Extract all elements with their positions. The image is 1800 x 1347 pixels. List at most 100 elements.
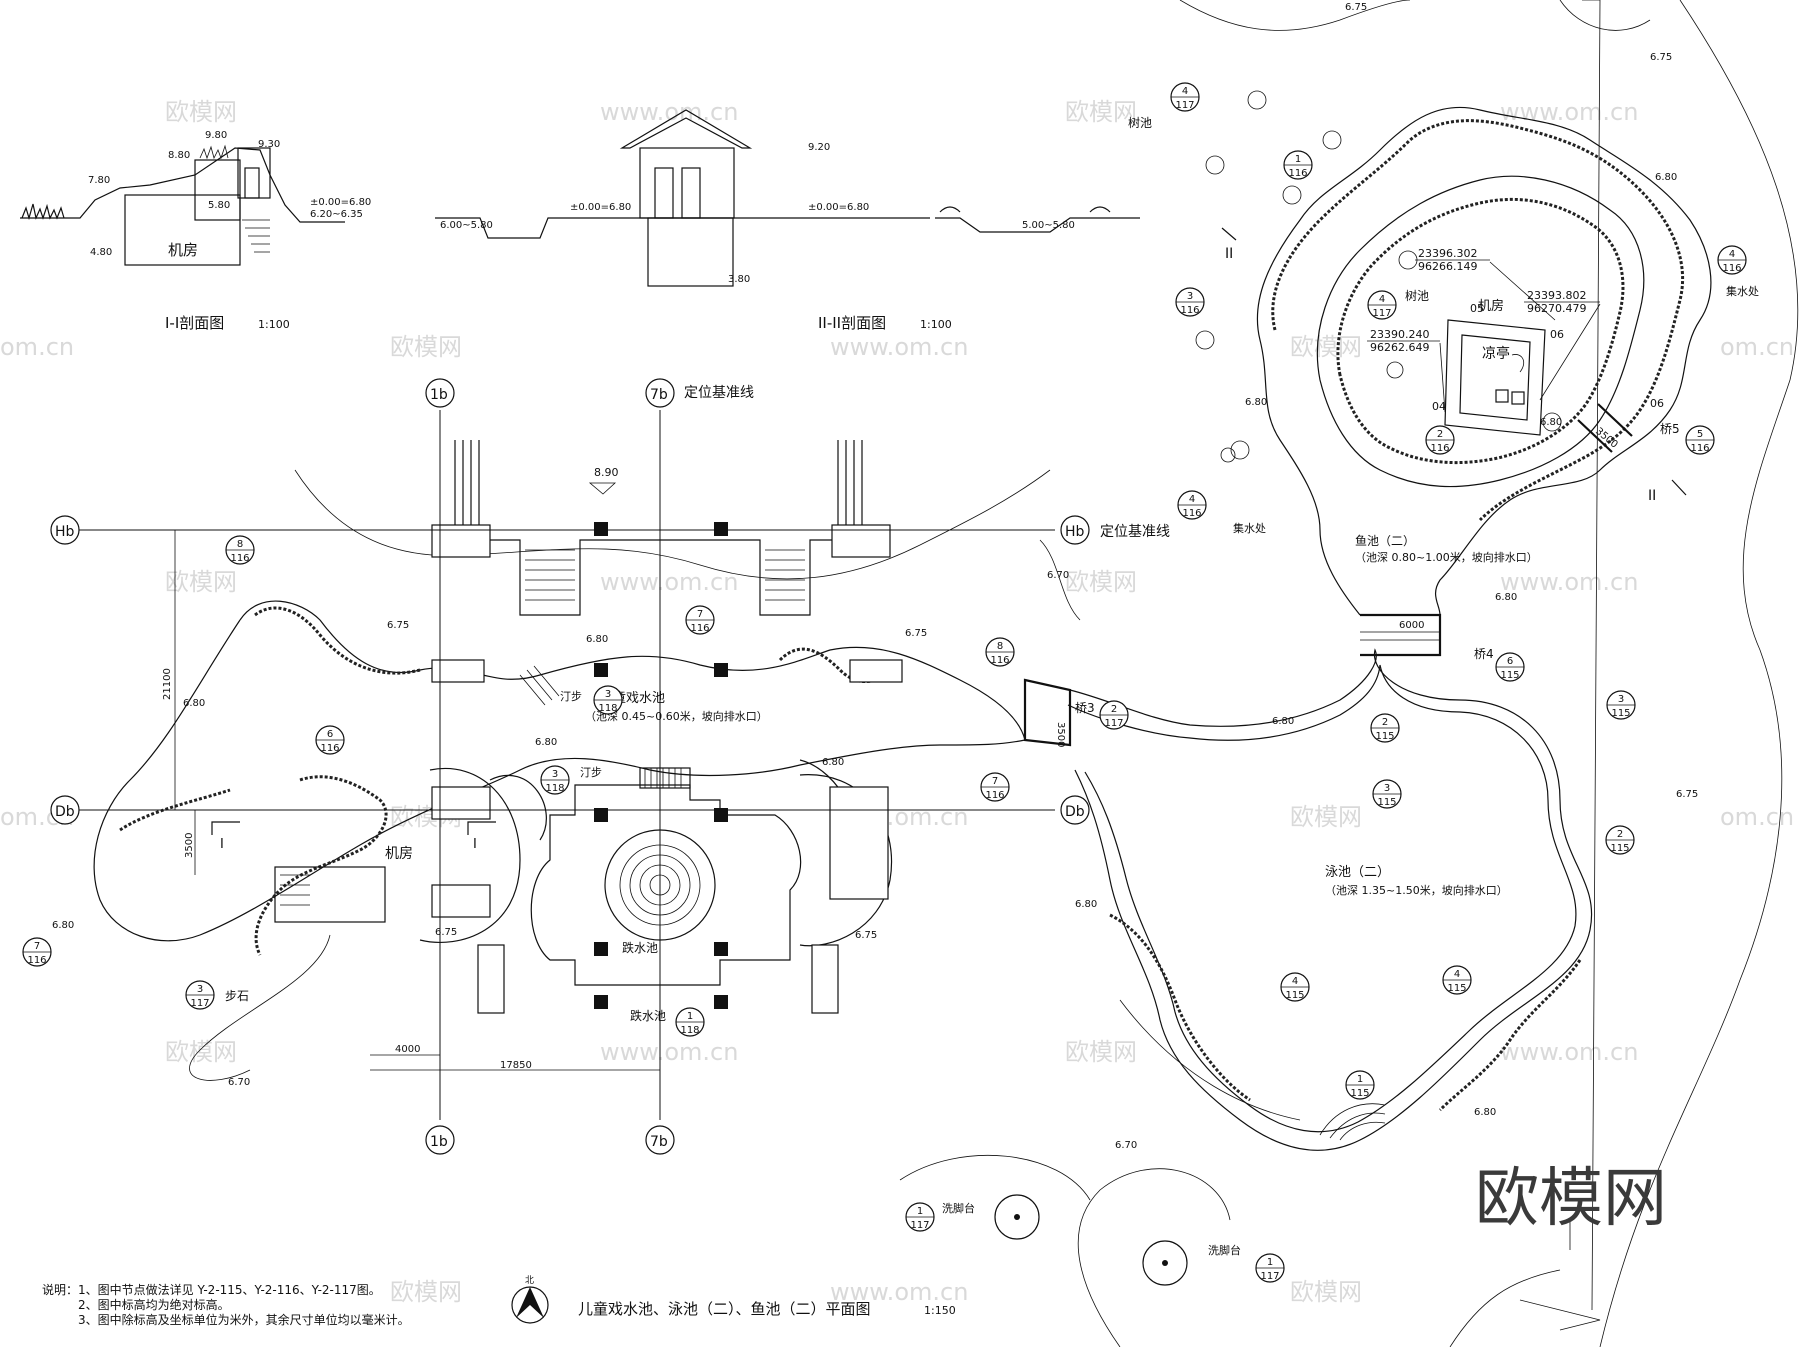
callout-sheet: 115 xyxy=(1377,797,1396,808)
callout-number: 6 xyxy=(1507,656,1513,667)
axis-label: Db xyxy=(55,804,75,820)
door xyxy=(654,167,674,219)
axis-label: 7b xyxy=(650,387,668,403)
elev-tag: 6.75 xyxy=(855,930,877,941)
callout-sheet: 116 xyxy=(1430,443,1449,454)
callout-number: 6 xyxy=(327,729,333,740)
wall-lines xyxy=(454,440,480,525)
axis-label: Hb xyxy=(55,524,75,540)
point-label: 06 xyxy=(1550,328,1564,341)
stair-steps xyxy=(525,549,805,601)
island-rock xyxy=(1336,197,1625,465)
bridge-label: 桥3 xyxy=(1075,701,1095,715)
machine-room-plan xyxy=(274,866,386,923)
wall-lines xyxy=(837,440,863,525)
tree-pit-label: 树池 xyxy=(1128,115,1152,130)
stepping-slab xyxy=(519,665,560,706)
site-curve xyxy=(1039,539,1081,621)
ground-line xyxy=(935,217,1140,233)
elev-label: 9.80 xyxy=(205,130,227,141)
tree-symbol xyxy=(1282,185,1302,205)
note-line: 3、图中除标高及坐标单位为米外，其余尺寸单位均以毫米计。 xyxy=(78,1313,410,1327)
roof xyxy=(619,109,753,149)
post xyxy=(714,663,728,677)
axis-bubble xyxy=(50,515,80,545)
section-mark xyxy=(467,821,496,835)
machine-room-label: 机房 xyxy=(1478,298,1504,314)
elev-tag: 6.80 xyxy=(586,634,608,645)
rock-symbol xyxy=(939,206,1111,213)
rock-edge xyxy=(1271,119,1685,522)
fall-pool-label: 跌水池 xyxy=(630,1008,666,1023)
plan-scale: 1:150 xyxy=(924,1304,956,1317)
axis-label: 1b xyxy=(430,1134,448,1150)
callout-sheet: 116 xyxy=(1288,168,1307,179)
pillars xyxy=(274,440,903,1014)
bridge-5 xyxy=(1577,403,1633,453)
axis-label: 1b xyxy=(430,387,448,403)
post xyxy=(714,942,728,956)
rock-edge xyxy=(254,775,388,956)
axis-bubble xyxy=(425,1125,455,1155)
elev-tag: 6.80 xyxy=(1245,397,1267,408)
bridge-label: 桥4 xyxy=(1474,647,1494,661)
pillar-box xyxy=(431,659,485,683)
callout-number: 3 xyxy=(1618,694,1624,705)
elev-tag: 6.75 xyxy=(1345,2,1367,13)
section-mark-label: I xyxy=(473,837,477,852)
callout-sheet: 116 xyxy=(27,955,46,966)
point-label: 06 xyxy=(1650,397,1664,410)
pavilion-inner xyxy=(1459,334,1531,421)
stair-steps xyxy=(280,874,310,906)
elev-label: ±0.00=6.80 xyxy=(808,202,869,213)
tree-symbol xyxy=(1398,250,1418,270)
elev-label: ±0.00=6.80 xyxy=(310,197,371,208)
rock-edge xyxy=(254,606,421,675)
pillar-box xyxy=(431,884,491,918)
axis-bubble xyxy=(645,378,675,408)
elev-label: 7.80 xyxy=(88,175,110,186)
axis-bubble xyxy=(1060,795,1090,825)
north-arrow-icon xyxy=(516,1287,544,1318)
coordinates: 23396.302 96266.149 23393.802 96270.479 … xyxy=(1367,247,1664,413)
note-line: 说明：1、图中节点做法详见 Y-2-115、Y-2-116、Y-2-117图。 xyxy=(42,1283,381,1297)
callout-number: 7 xyxy=(697,609,703,620)
kids-pool xyxy=(93,600,1026,956)
section-mark-label: I xyxy=(220,837,224,852)
dim-label: 17850 xyxy=(500,1060,532,1071)
fish-pool-label: 鱼池（二） xyxy=(1355,534,1415,548)
watermark-url: www.om.cn xyxy=(830,1278,968,1306)
callout-sheet: 118 xyxy=(598,703,617,714)
elev-label: 5.00~5.80 xyxy=(1022,220,1075,231)
drain xyxy=(1162,1260,1168,1266)
planter-box xyxy=(811,944,839,1014)
coord: 23393.802 xyxy=(1527,289,1587,302)
trees xyxy=(1195,90,1562,463)
elev-tag: 6.80 xyxy=(183,698,205,709)
machine-room-label: 机房 xyxy=(168,241,198,259)
elevation-tags: 6.75 6.75 6.80 6.80 6.80 6.80 6.70 6.75 … xyxy=(52,2,1698,1151)
pillar-box xyxy=(431,786,491,820)
tree-symbol xyxy=(1542,412,1562,432)
callout-sheet: 118 xyxy=(545,783,564,794)
elev-tag: 6.80 xyxy=(535,737,557,748)
bridge-deck xyxy=(1023,678,1072,747)
axis-label: Db xyxy=(1065,804,1085,820)
ground-line xyxy=(435,217,930,239)
pool-steps xyxy=(1319,1103,1386,1141)
elev-label: 6.20~6.35 xyxy=(310,209,363,220)
callout-sheet: 116 xyxy=(690,623,709,634)
